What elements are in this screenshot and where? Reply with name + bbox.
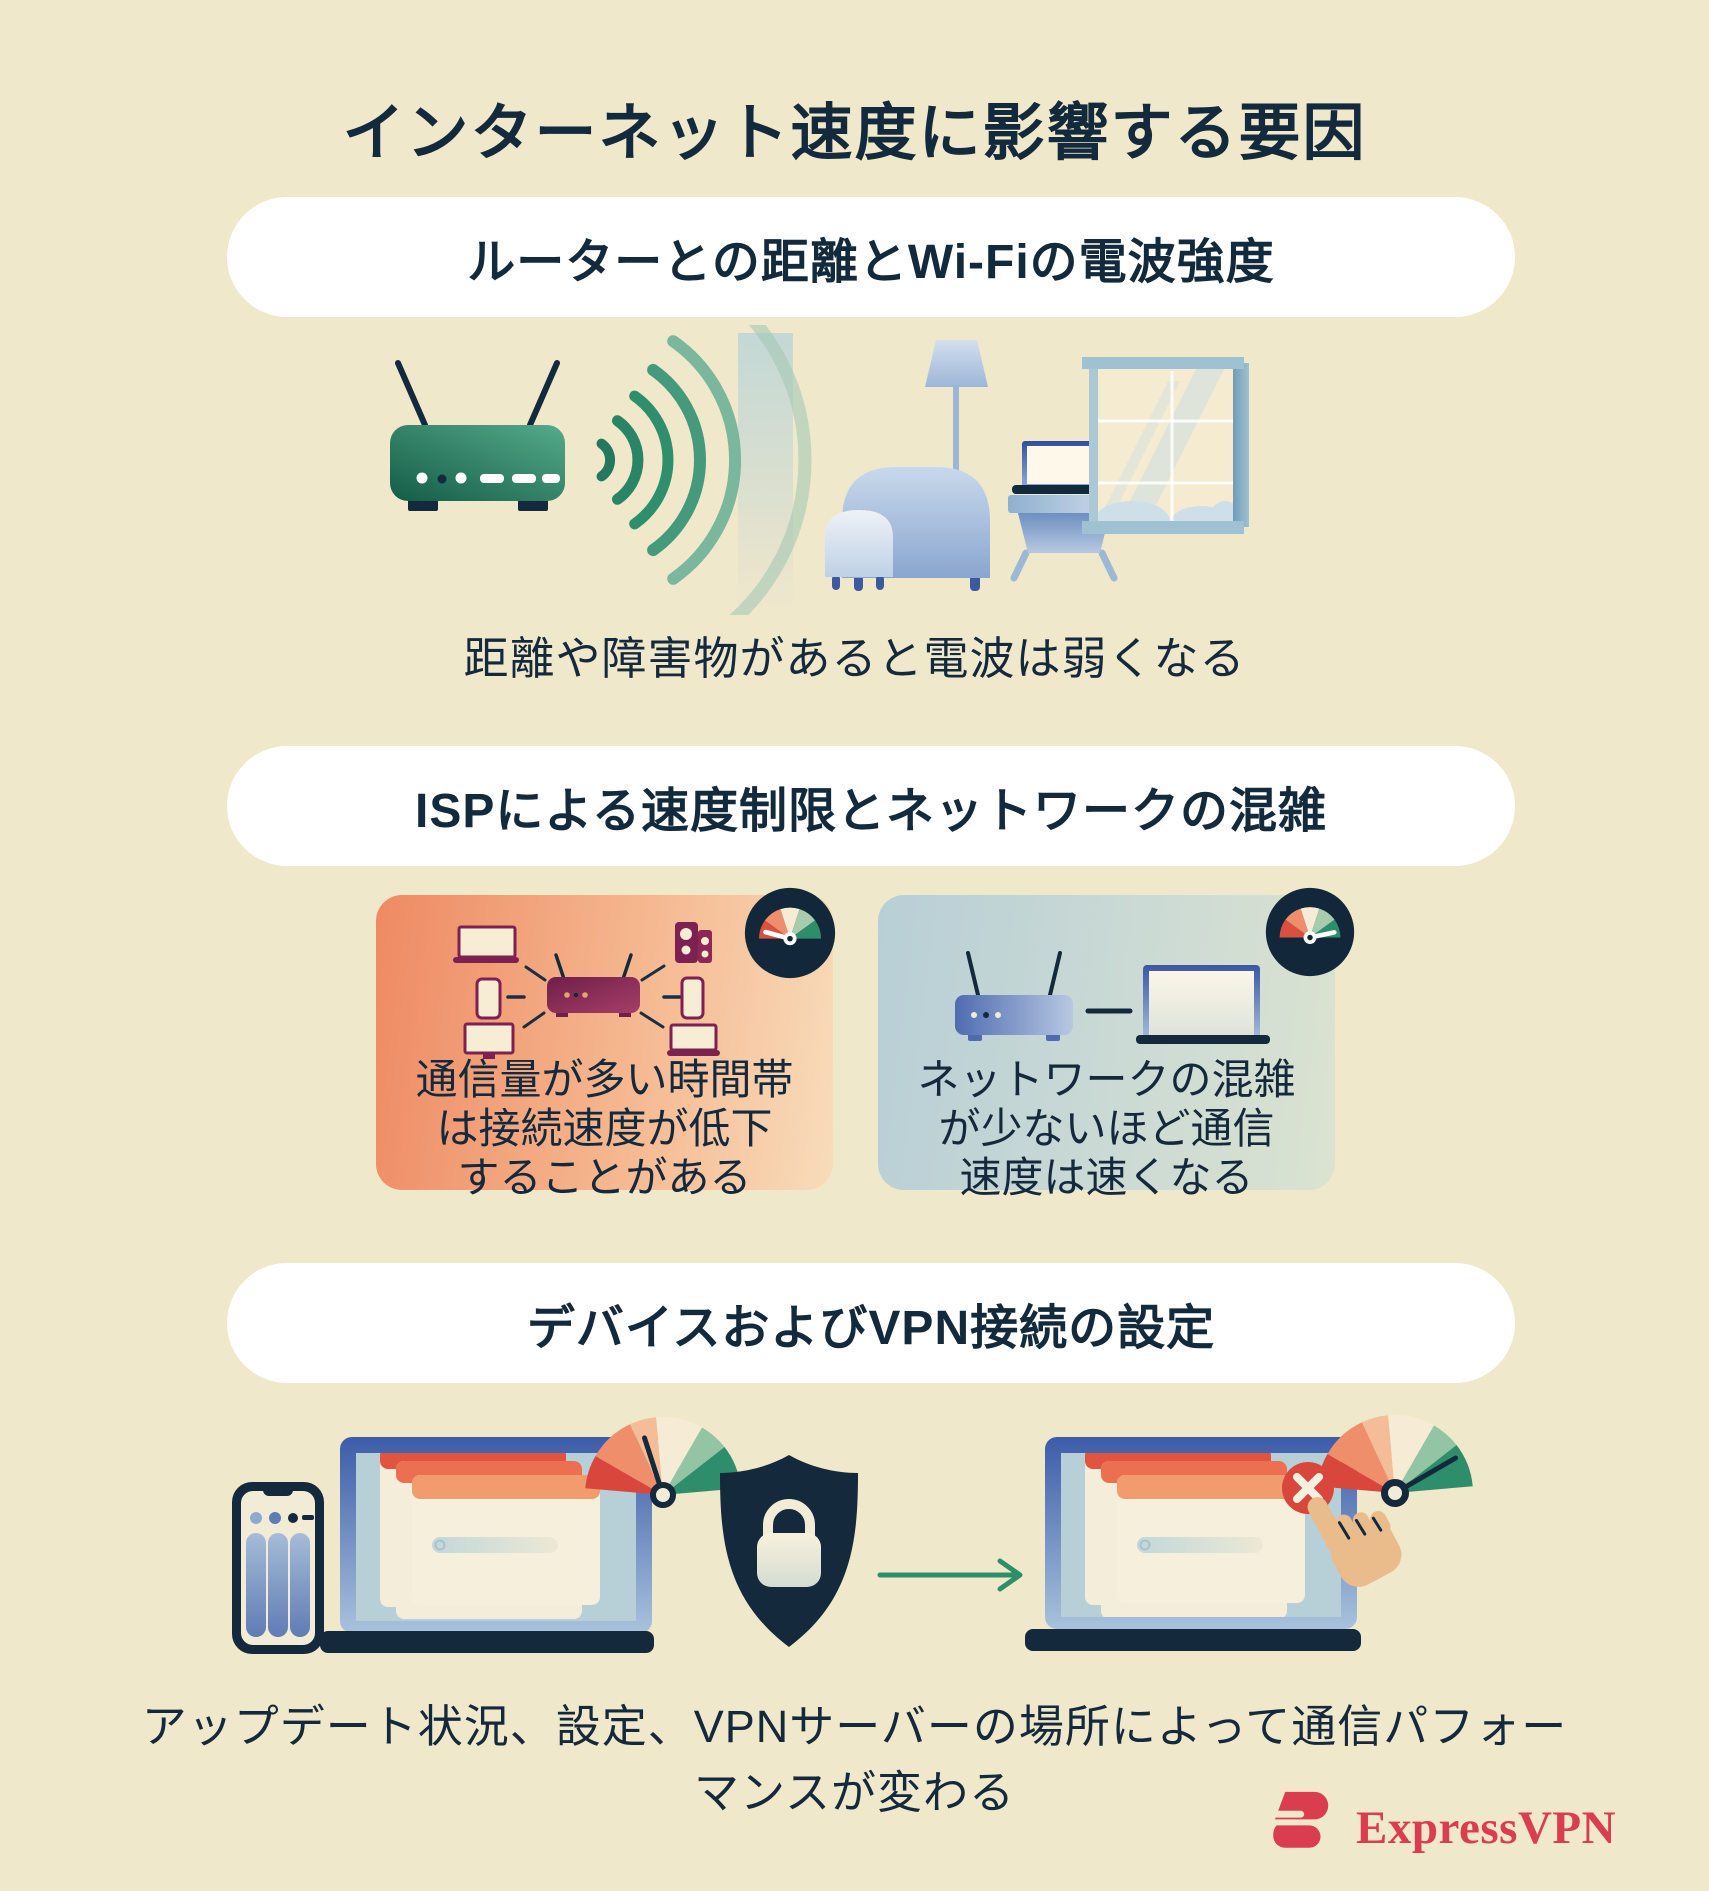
phone-icon [232,1482,324,1654]
laptop-icon [667,1023,720,1056]
busy-network-line2: は接続速度が低下 [436,1105,773,1153]
quiet-network-line3: 速度は速くなる [959,1154,1254,1202]
armchair [825,467,990,591]
busy-network-line1: 通信量が多い時間帯 [415,1056,794,1103]
quiet-network-text: ネットワークの混雑 が少ないほど通信 速度は速くなる [878,1055,1335,1202]
wifi-caption: 距離や障害物があると電波は弱くなる [463,633,1246,684]
expressvpn-wordmark: ExpressVPN [1356,1802,1617,1854]
vpn-caption-line1: アップデート状況、設定、VPNサーバーの場所によって通信パフォー [141,1701,1568,1752]
monitor-icon [463,1022,515,1059]
section-heading-vpn-label: デバイスおよびVPN接続の設定 [526,1302,1216,1355]
laptop-icon [1136,965,1270,1044]
connection-lines [506,964,682,1029]
wifi-distance-illustration [390,325,1249,615]
section-heading-wifi-label: ルーターとの距離とWi-Fiの電波強度 [467,236,1275,289]
laptop-browser-icon [320,1437,654,1653]
arrow-right-icon [877,1558,1023,1592]
busy-network-line3: することがある [457,1154,752,1202]
busy-network-text: 通信量が多い時間帯 は接続速度が低下 することがある [376,1055,833,1202]
quiet-network-line2: が少ないほど通信 [938,1105,1275,1153]
quiet-network-line1: ネットワークの混雑 [917,1056,1296,1103]
laptop-icon [453,925,519,963]
router-icon [547,953,640,1017]
section-heading-isp-label: ISPによる速度制限とネットワークの混雑 [415,785,1327,838]
phone-icon [475,977,502,1020]
speedometer-gauge-icon [585,1417,741,1508]
hand-cursor-icon [1307,1497,1402,1587]
speedometer-gauge-icon [1317,1415,1473,1507]
busy-network-card: 通信量が多い時間帯 は接続速度が低下 することがある [376,887,836,1201]
laptop-browser-icon [1025,1437,1361,1651]
section-heading-wifi: ルーターとの距離とWi-Fiの電波強度 [227,197,1515,317]
speaker-icon [675,922,712,963]
expressvpn-logo-icon [1269,1791,1329,1848]
router-icon [955,951,1073,1041]
window [1082,357,1249,534]
device-vpn-illustration [232,1415,1473,1654]
speedometer-fast-icon [1265,887,1355,977]
quiet-network-card: ネットワークの混雑 が少ないほど通信 速度は速くなる [878,887,1355,1201]
page-title: インターネット速度に影響する要因 [342,99,1367,168]
router-many-devices-illustration [453,922,720,1059]
router-single-laptop-illustration [955,951,1270,1044]
wifi-signal-icon [596,325,812,615]
router-icon [390,360,565,511]
section-heading-isp: ISPによる速度制限とネットワークの混雑 [227,746,1515,866]
section-heading-vpn: デバイスおよびVPN接続の設定 [227,1263,1515,1383]
phone-icon [680,976,705,1020]
vpn-caption-line2: マンスが変わる [693,1767,1016,1818]
shield-lock-icon [720,1455,858,1647]
speedometer-slow-icon [744,887,836,979]
expressvpn-logo: ExpressVPN [1256,1780,1616,1876]
